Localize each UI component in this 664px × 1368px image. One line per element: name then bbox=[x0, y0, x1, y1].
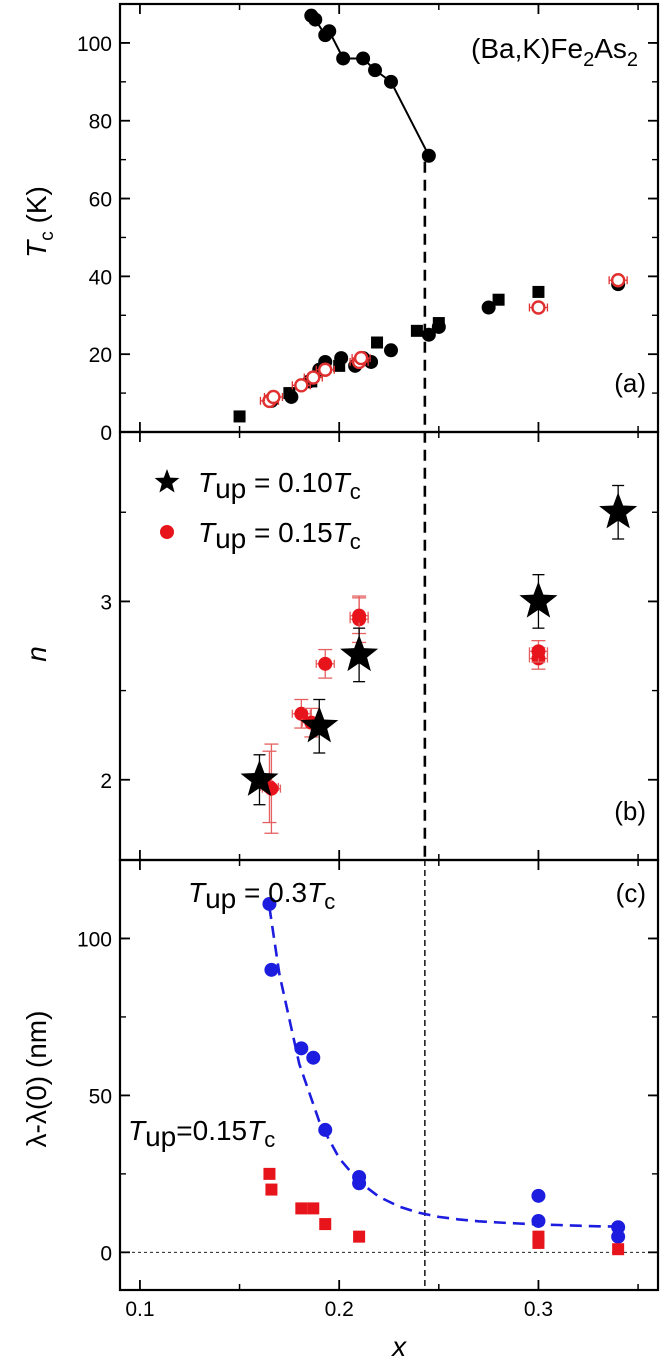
tc-circle-point bbox=[421, 327, 436, 342]
legend-star-marker bbox=[154, 469, 180, 493]
y-tick-label: 80 bbox=[89, 111, 112, 134]
lambda-red-square bbox=[263, 1167, 276, 1180]
lambda-red-square bbox=[319, 1218, 332, 1231]
tc-circle-point bbox=[383, 74, 398, 89]
panel-frame bbox=[118, 2, 660, 434]
lambda-red-square bbox=[295, 1202, 308, 1215]
panel-label: (b) bbox=[614, 796, 646, 826]
legend-circle-marker bbox=[160, 525, 174, 539]
x-axis-title: x bbox=[390, 1331, 407, 1362]
y-tick-label: 0 bbox=[100, 1242, 112, 1265]
y-tick-label: 60 bbox=[89, 189, 112, 212]
y-tick-label: 100 bbox=[77, 33, 112, 56]
tc-circle-point bbox=[322, 24, 337, 39]
lambda-blue-point bbox=[531, 1188, 546, 1203]
tc-open-circle-point bbox=[353, 350, 369, 366]
tc-square-point bbox=[333, 359, 346, 372]
y-axis-title-tc: Tc (K) bbox=[21, 186, 58, 258]
y-axis-title-n: n bbox=[21, 646, 52, 662]
tc-open-circle-point bbox=[294, 378, 309, 393]
lambda-blue-point bbox=[264, 962, 279, 977]
lambda-red-square bbox=[265, 1183, 278, 1196]
annotation-tup-0.3: Tup = 0.3Tc bbox=[188, 877, 335, 914]
tc-circle-point bbox=[383, 343, 398, 358]
y-tick-label: 0 bbox=[100, 422, 112, 445]
x-tick-label: 0.2 bbox=[325, 1298, 354, 1321]
y-tick-label: 40 bbox=[89, 266, 112, 289]
n-star-point bbox=[599, 492, 638, 529]
n-red-point bbox=[531, 644, 546, 659]
lambda-blue-point bbox=[306, 1050, 321, 1065]
y-tick-label: 100 bbox=[77, 928, 112, 951]
lambda-blue-point bbox=[262, 896, 277, 911]
tc-square-point bbox=[371, 336, 384, 349]
compound-title: (Ba,K)Fe2As2 bbox=[471, 33, 638, 71]
lambda-red-square bbox=[612, 1243, 625, 1256]
n-star-point bbox=[300, 706, 339, 743]
lambda-red-square bbox=[532, 1236, 545, 1249]
guide-lines-layer bbox=[120, 161, 658, 1290]
tc-circle-point bbox=[481, 300, 496, 315]
tc-open-circle-point bbox=[610, 273, 626, 288]
panel-label: (a) bbox=[614, 368, 646, 398]
tc-circle-point bbox=[368, 63, 383, 78]
tc-square-point bbox=[283, 387, 296, 400]
lambda-fit-curve bbox=[268, 906, 619, 1228]
lambda-red-square bbox=[307, 1202, 320, 1215]
n-red-point bbox=[352, 608, 367, 623]
n-star-point bbox=[340, 634, 379, 672]
data-layer bbox=[154, 8, 638, 1256]
legend-label: Tup = 0.10Tc bbox=[198, 467, 361, 504]
tc-circle-point bbox=[336, 51, 351, 66]
legend-label: Tup = 0.15Tc bbox=[198, 517, 361, 554]
lambda-red-square bbox=[353, 1230, 366, 1243]
tc-circle-point bbox=[308, 12, 323, 27]
tc-open-circle-point bbox=[266, 389, 281, 405]
n-star-point bbox=[519, 581, 558, 618]
tc-open-circle-point bbox=[306, 370, 321, 385]
lambda-blue-point bbox=[611, 1229, 626, 1244]
tc-open-circle-point bbox=[318, 362, 333, 377]
annotation-tup-0.15: Tup=0.15Tc bbox=[128, 1115, 275, 1152]
axes-layer bbox=[118, 2, 660, 1292]
tc-square-point bbox=[432, 317, 445, 330]
panel-label: (c) bbox=[616, 878, 646, 908]
tc-open-circle-point bbox=[531, 300, 546, 315]
y-tick-label: 20 bbox=[89, 344, 112, 367]
tc-square-point bbox=[410, 324, 423, 337]
n-red-point bbox=[294, 706, 309, 721]
n-red-point bbox=[318, 656, 333, 671]
y-axis-title-lambda: λ-λ(0) (nm) bbox=[21, 1011, 52, 1148]
x-tick-label: 0.3 bbox=[524, 1298, 553, 1321]
tc-square-point bbox=[532, 285, 545, 298]
tc-square-point bbox=[233, 410, 246, 423]
y-tick-label: 50 bbox=[89, 1085, 112, 1108]
lambda-blue-point bbox=[294, 1041, 309, 1056]
y-tick-label: 3 bbox=[100, 591, 112, 614]
text-layer: 0 20 40 60 80 100 2 3 0 50 100 0.1 0.2 0.3 x Tc (K) n λ-λ… bbox=[21, 33, 646, 1362]
tc-circle-point bbox=[421, 148, 436, 163]
tc-square-point bbox=[492, 293, 505, 306]
x-tick-label: 0.1 bbox=[125, 1298, 154, 1321]
y-tick-label: 2 bbox=[100, 770, 112, 793]
n-star-point bbox=[240, 759, 279, 796]
tc-circle-point bbox=[356, 51, 371, 66]
panel-frame bbox=[118, 858, 660, 1292]
